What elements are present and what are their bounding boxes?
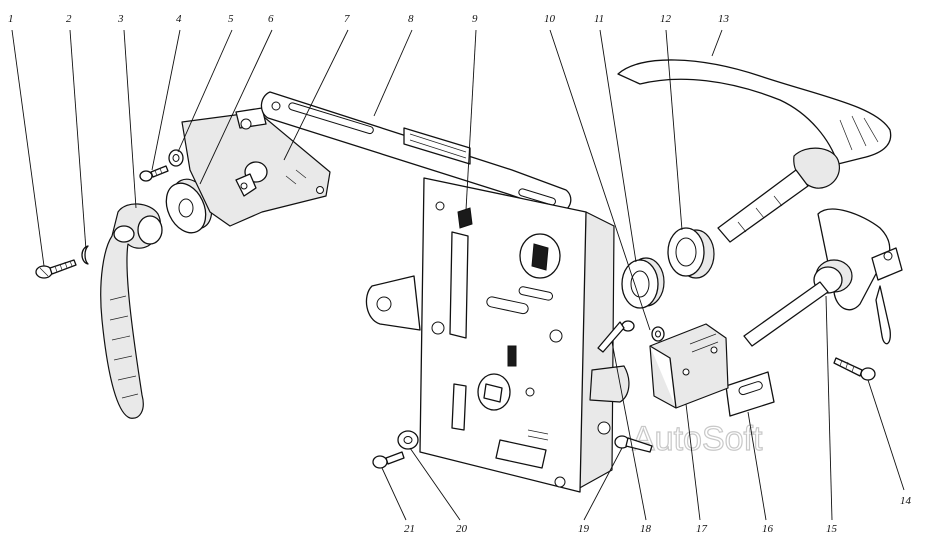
leader-line-18 — [611, 341, 647, 521]
leader-line-13 — [711, 29, 723, 57]
part-16-striker-plate — [725, 371, 775, 417]
callout-label-10: 10 — [544, 13, 556, 25]
callout-label-17: 17 — [696, 523, 708, 535]
leader-line-4 — [151, 29, 181, 171]
callout-label-18: 18 — [640, 523, 652, 535]
callout-label-11: 11 — [594, 13, 604, 25]
leader-line-11 — [599, 29, 637, 263]
leader-line-3 — [123, 29, 137, 209]
part-12-collar — [667, 227, 715, 279]
part-19-screw — [614, 435, 653, 453]
callout-label-20: 20 — [456, 523, 468, 535]
part-4-screw — [139, 165, 169, 182]
callout-label-9: 9 — [472, 13, 478, 25]
callout-label-12: 12 — [660, 13, 672, 25]
part-2-washer — [81, 245, 89, 265]
part-7-lever-plate — [181, 107, 331, 227]
leader-line-19 — [583, 447, 623, 521]
leader-line-14 — [867, 379, 905, 491]
callout-label-16: 16 — [762, 523, 774, 535]
leader-line-21 — [381, 467, 407, 521]
callout-label-14: 14 — [900, 495, 912, 507]
leader-line-17 — [685, 403, 701, 521]
callout-label-5: 5 — [228, 13, 234, 25]
part-5-washer — [168, 149, 184, 167]
leader-line-1 — [11, 29, 45, 267]
part-10-washer — [651, 326, 665, 342]
callout-label-15: 15 — [826, 523, 838, 535]
callout-label-2: 2 — [66, 13, 72, 25]
leader-line-7 — [283, 29, 349, 161]
leader-line-8 — [373, 29, 413, 117]
leader-lines — [11, 29, 905, 521]
callout-label-19: 19 — [578, 523, 590, 535]
part-15-lock-cylinder — [743, 208, 903, 347]
callout-label-3: 3 — [117, 13, 124, 25]
leader-line-2 — [69, 29, 87, 251]
part-1-screw — [35, 259, 77, 279]
part-18-screw — [597, 320, 635, 353]
leader-line-16 — [747, 411, 767, 521]
callout-label-21: 21 — [404, 523, 415, 535]
part-3-inner-handle — [100, 203, 163, 419]
leader-line-15 — [825, 295, 833, 521]
leader-line-20 — [409, 447, 461, 521]
part-21-screw — [372, 451, 405, 469]
part-9-lock-body — [365, 177, 630, 493]
leader-line-6 — [199, 29, 273, 185]
leader-line-10 — [549, 29, 651, 331]
callout-label-4: 4 — [176, 13, 182, 25]
leader-line-9 — [465, 29, 477, 211]
watermark: AutoSoft — [632, 420, 763, 458]
callout-label-13: 13 — [718, 13, 730, 25]
part-13-outer-handle — [617, 59, 892, 243]
callout-label-1: 1 — [8, 13, 14, 25]
part-14-screw — [833, 357, 876, 381]
part-20-washer — [397, 430, 419, 450]
callout-label-6: 6 — [268, 13, 274, 25]
callout-label-8: 8 — [408, 13, 414, 25]
leader-line-5 — [177, 29, 233, 153]
callout-label-7: 7 — [344, 13, 350, 25]
leader-line-12 — [665, 29, 683, 231]
part-17-striker-block — [649, 323, 729, 409]
